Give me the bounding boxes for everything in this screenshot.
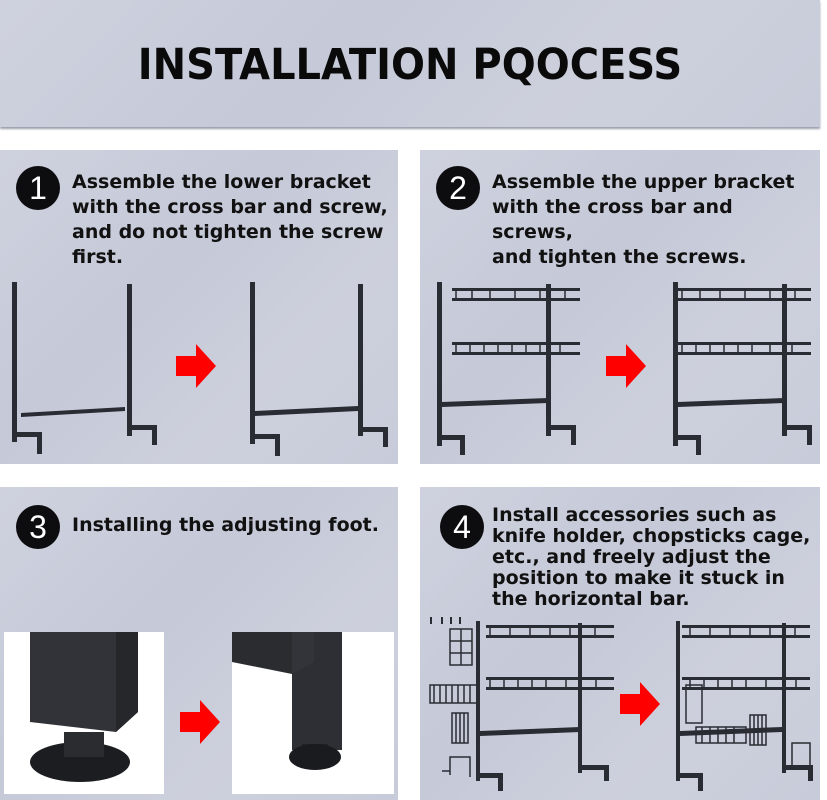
step-3-badge-icon: 3 xyxy=(16,505,60,549)
red-right-arrow-icon xyxy=(606,344,646,388)
step-1-panel: 1 Assemble the lower bracket with the cr… xyxy=(0,150,398,464)
step-3-text: Installing the adjusting foot. xyxy=(72,514,379,536)
step-3-panel: 3 Installing the adjusting foot. xyxy=(0,487,398,800)
step-4-badge-icon: 4 xyxy=(440,505,484,549)
step-1-badge-icon: 1 xyxy=(16,166,60,210)
step-4-text: Install accessories such as knife holder… xyxy=(492,504,811,610)
red-right-arrow-icon xyxy=(180,700,220,744)
foot-before-photo xyxy=(4,632,164,794)
title-banner: INSTALLATION PQOCESS xyxy=(0,0,820,127)
step-1-text: Assemble the lower bracket with the cros… xyxy=(72,171,388,268)
step-2-badge-icon: 2 xyxy=(436,166,480,210)
accessories-illustration xyxy=(429,617,813,791)
upper-bracket-illustration xyxy=(437,282,812,455)
step-4-panel: 4 Install accessories such as knife hold… xyxy=(420,487,820,800)
step-2-panel: 2 Assemble the upper bracket with the cr… xyxy=(420,150,820,464)
foot-after-photo xyxy=(232,632,394,794)
lower-bracket-before-illustration xyxy=(12,282,388,456)
step-2-text: Assemble the upper bracket with the cros… xyxy=(492,171,795,268)
red-right-arrow-icon xyxy=(176,344,216,388)
red-right-arrow-icon xyxy=(620,682,660,726)
page-title: INSTALLATION PQOCESS xyxy=(137,40,683,90)
